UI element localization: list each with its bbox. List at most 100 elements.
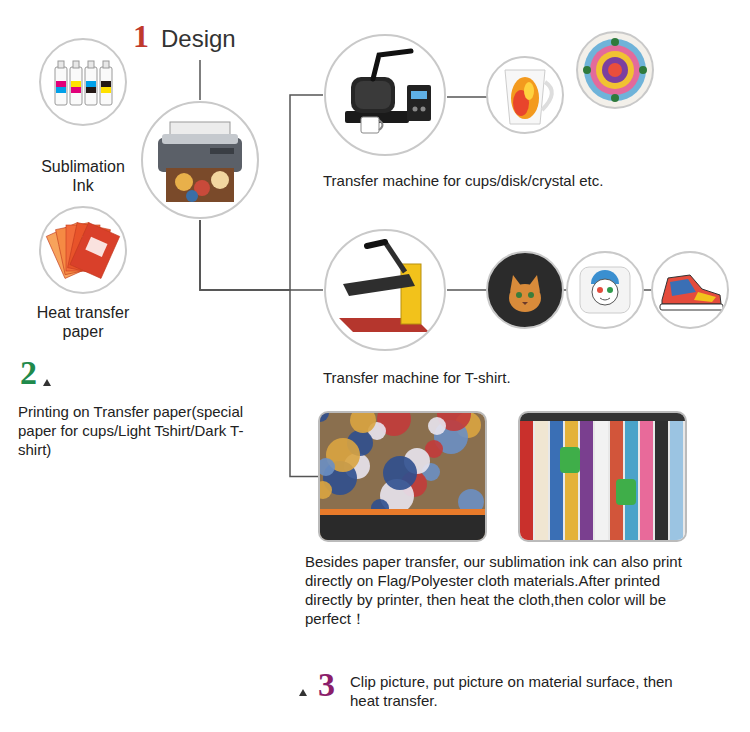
mug-press: Transfer machine for cups/disk/crystal e… bbox=[323, 33, 663, 190]
ink-item: Sublimation Ink bbox=[28, 37, 138, 195]
drawing-part bbox=[487, 57, 563, 133]
drawing-part bbox=[85, 237, 107, 257]
drawing-part bbox=[509, 284, 541, 312]
photo-row bbox=[305, 413, 705, 540]
circle-shape bbox=[38, 37, 128, 127]
drawing-part bbox=[611, 94, 619, 102]
drawing-part bbox=[175, 173, 193, 191]
item-label: Sublimation Ink bbox=[33, 157, 133, 195]
drawing-part bbox=[320, 515, 485, 540]
drawing-part bbox=[103, 61, 109, 68]
pillow-product bbox=[567, 252, 643, 328]
note-text: Besides paper transfer, our sublimation … bbox=[305, 552, 705, 628]
drawing-part bbox=[421, 107, 426, 112]
direct-print: Besides paper transfer, our sublimation … bbox=[305, 413, 705, 628]
drawing-part bbox=[670, 421, 683, 540]
drawing-part bbox=[511, 77, 539, 119]
drawing-part bbox=[186, 190, 198, 202]
drawing-part bbox=[597, 287, 603, 293]
drawing-part bbox=[516, 292, 522, 298]
circle-shape bbox=[38, 205, 128, 295]
drawing-part bbox=[101, 81, 111, 87]
drawing-part bbox=[383, 456, 417, 490]
drawing-part bbox=[86, 87, 96, 93]
drawing-part bbox=[56, 87, 66, 93]
drawing-part bbox=[166, 168, 234, 202]
print-photo bbox=[520, 413, 685, 540]
drawing-part bbox=[608, 63, 622, 77]
drawing-part bbox=[367, 242, 385, 246]
drawing-part bbox=[413, 107, 418, 112]
drawing-part bbox=[580, 267, 630, 313]
drawing-part bbox=[694, 292, 716, 302]
drawing-part bbox=[355, 81, 391, 109]
drawing-part bbox=[487, 252, 563, 328]
drawing-part bbox=[520, 421, 533, 540]
drawing-part bbox=[660, 275, 723, 310]
drawing-part bbox=[565, 421, 578, 540]
drawing-part bbox=[70, 223, 120, 279]
drawing-part bbox=[320, 413, 329, 422]
drawing-part bbox=[505, 70, 545, 124]
drawing-part bbox=[550, 421, 563, 540]
circle-shape bbox=[140, 100, 260, 220]
circle-outline bbox=[40, 207, 126, 293]
printer-picture bbox=[158, 122, 242, 202]
design-leader bbox=[200, 60, 201, 100]
drawing-part bbox=[600, 298, 610, 300]
step-number: 1 bbox=[133, 18, 149, 55]
drawing-part bbox=[73, 61, 79, 68]
drawing-part bbox=[580, 267, 630, 313]
circle-outline bbox=[325, 230, 445, 350]
drawing-part bbox=[43, 379, 51, 386]
drawing-part bbox=[590, 45, 640, 95]
drawing-part bbox=[85, 67, 97, 105]
drawing-part bbox=[520, 413, 685, 540]
drawing-part bbox=[577, 32, 653, 108]
drawing-part bbox=[560, 447, 580, 473]
drawing-part bbox=[70, 223, 120, 279]
drawing-part bbox=[70, 67, 82, 105]
drawing-part bbox=[56, 81, 66, 87]
circle-shape bbox=[323, 228, 447, 352]
drawing-part bbox=[55, 67, 67, 105]
drawing-part bbox=[655, 421, 668, 540]
drawing-part bbox=[616, 479, 636, 505]
drawing-part bbox=[401, 264, 421, 324]
machine-label: Transfer machine for cups/disk/crystal e… bbox=[323, 171, 663, 190]
drawing-part bbox=[58, 61, 64, 68]
drawing-part bbox=[660, 304, 723, 310]
step-number: 3 bbox=[318, 666, 344, 704]
drawing-part bbox=[584, 39, 646, 101]
step-heading: 1 Design bbox=[120, 18, 280, 56]
drawing-part bbox=[509, 275, 541, 312]
drawing-part bbox=[320, 413, 485, 540]
text-block: Heat transfer paper bbox=[30, 303, 136, 341]
drawing-part bbox=[162, 134, 238, 144]
circle-outline bbox=[142, 102, 258, 218]
text-block: Transfer machine for cups/disk/crystal e… bbox=[323, 171, 663, 190]
machine-label: Transfer machine for T-shirt. bbox=[323, 368, 663, 387]
drawing-part bbox=[323, 33, 447, 157]
step-title: Design bbox=[161, 25, 236, 53]
drawing-part bbox=[583, 66, 591, 74]
drawing-part bbox=[323, 228, 447, 352]
drawing-part bbox=[71, 87, 81, 93]
drawing-part bbox=[662, 275, 721, 304]
drawing-part bbox=[611, 38, 619, 46]
drawing-part bbox=[447, 96, 488, 98]
drawing-part bbox=[524, 82, 534, 100]
drawing-part bbox=[299, 689, 307, 696]
drawing-part bbox=[639, 66, 647, 74]
drawing-part bbox=[583, 38, 647, 102]
drawing-part bbox=[607, 287, 613, 293]
drawing-part bbox=[350, 413, 376, 433]
drawing-part bbox=[411, 91, 427, 99]
drawing-part bbox=[140, 100, 260, 220]
drawing-part bbox=[407, 85, 431, 121]
drawing-part bbox=[528, 292, 534, 298]
drawing-part bbox=[385, 242, 405, 272]
tshirt-product bbox=[487, 252, 563, 328]
drawing-part bbox=[38, 205, 128, 295]
drawing-part bbox=[320, 458, 335, 476]
